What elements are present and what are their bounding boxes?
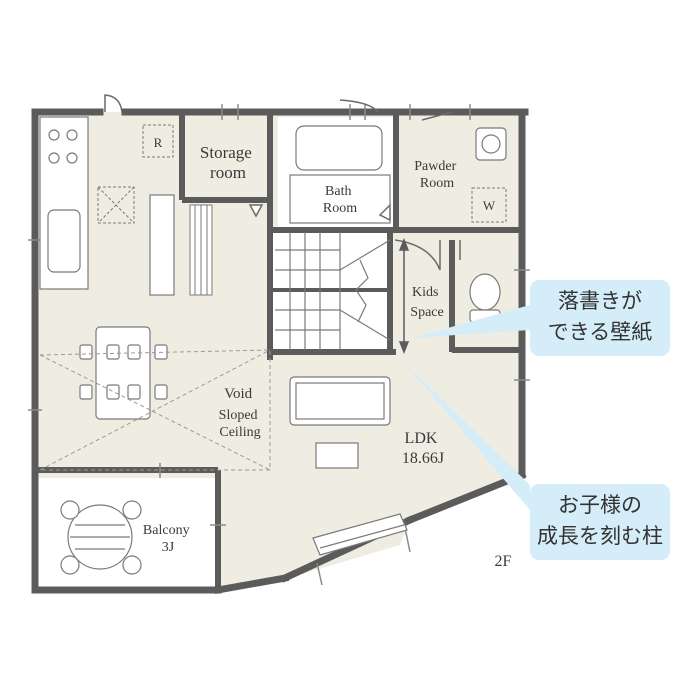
pillar-callout-line: お子様の (558, 493, 642, 517)
shelf (189, 204, 213, 296)
powder-room-label: Pawder Room (414, 159, 460, 191)
exterior-walls (31, 108, 529, 595)
windows (28, 104, 530, 586)
refrigerator: R (142, 124, 174, 158)
wall-callout-line: できる壁紙 (547, 320, 653, 344)
storage-room-label: Storage room (200, 143, 256, 182)
balcony-table (60, 500, 142, 575)
dining-table (79, 326, 168, 420)
pillar-callout: お子様の 成長を刻む柱 (530, 484, 670, 560)
kitchen-island (149, 194, 175, 296)
floor-label: 2F (495, 553, 512, 570)
pillar-arrow (398, 237, 410, 355)
refrigerator-label: R (154, 135, 163, 150)
coffee-table (315, 442, 359, 469)
wall-callout-line: 落書きが (558, 289, 642, 313)
pillar-callout-pointer (402, 360, 530, 510)
kitchen-counter (39, 116, 89, 290)
range-hood (97, 186, 135, 224)
bathtub (289, 125, 391, 224)
bath-room-label: Bath Room (323, 184, 357, 216)
ldk-label: LDK 18.66J (402, 430, 444, 467)
washer-label: W (483, 198, 496, 213)
toilet (469, 273, 501, 323)
kids-space-label: Kids Space (410, 285, 443, 320)
sofa (289, 376, 391, 426)
sink (475, 127, 507, 161)
pillar-callout-line: 成長を刻む柱 (537, 524, 663, 548)
void-label: Void Sloped Ceiling (219, 386, 262, 440)
wall-callout-pointer (412, 305, 530, 338)
staircase (270, 232, 391, 350)
washer: W (471, 187, 507, 223)
tv-board (312, 513, 408, 556)
void-boundary (39, 349, 271, 471)
wall-callout: 落書きが できる壁紙 (530, 280, 670, 356)
balcony-label: Balcony 3J (143, 523, 193, 555)
